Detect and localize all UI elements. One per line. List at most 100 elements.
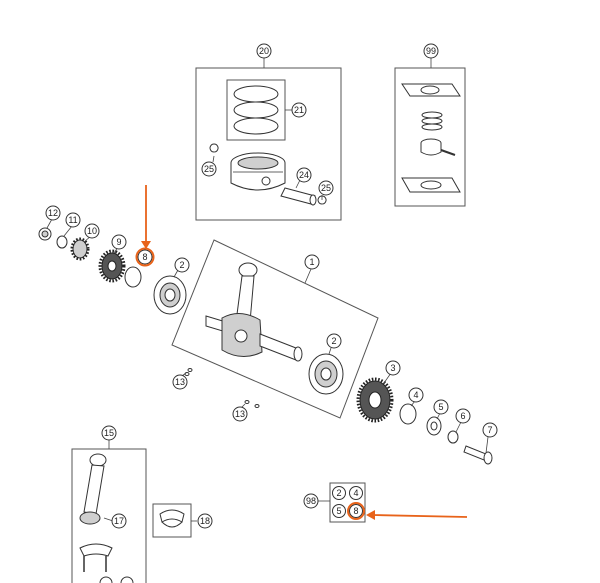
highlight-ring-8 xyxy=(135,247,155,267)
callout-20: 20 xyxy=(256,43,272,59)
callout-10: 10 xyxy=(84,223,100,239)
kit-ring-3 xyxy=(421,123,443,131)
svg-text:25: 25 xyxy=(321,183,331,193)
kit-ring-1 xyxy=(421,111,443,119)
svg-text:2: 2 xyxy=(179,260,184,270)
piston-pin-icon xyxy=(280,187,317,206)
svg-text:13: 13 xyxy=(175,377,185,387)
highlight-ring-kit-8 xyxy=(347,502,365,520)
callout-13-right: 13 xyxy=(232,406,248,422)
callout-1: 1 xyxy=(304,254,320,270)
crankshaft-group: 1 2 xyxy=(171,239,379,419)
conrod-cap-icon xyxy=(79,543,113,572)
callout-4: 4 xyxy=(408,387,424,403)
left-shaft-parts: 12 11 10 9 8 2 xyxy=(38,205,190,315)
piston-ring-middle xyxy=(233,101,279,119)
callout-12: 12 xyxy=(45,205,61,221)
svg-text:10: 10 xyxy=(87,226,97,236)
washer-6-icon xyxy=(447,430,459,444)
callout-2-right: 2 xyxy=(326,333,342,349)
callout-98: 98 xyxy=(303,493,319,509)
bearing-shell-icon xyxy=(159,509,185,523)
kit-98-group: 98 2 4 5 8 xyxy=(303,482,366,523)
svg-text:2: 2 xyxy=(336,488,341,498)
callout-17: 17 xyxy=(111,513,127,529)
pin-icon xyxy=(254,404,260,408)
piston-ring-top xyxy=(233,85,279,103)
nut-icon xyxy=(38,227,52,241)
gear-9-icon xyxy=(98,249,126,283)
pin-icon xyxy=(187,368,193,372)
washer-4-icon xyxy=(399,403,417,425)
svg-text:8: 8 xyxy=(142,252,147,262)
svg-text:7: 7 xyxy=(487,425,492,435)
piston-assembly-group: 20 21 25 24 25 xyxy=(195,43,342,221)
svg-text:13: 13 xyxy=(235,409,245,419)
piston-frame xyxy=(195,67,342,221)
gear-3-icon xyxy=(356,377,394,423)
piston-icon xyxy=(230,152,286,191)
bearing-shell-group: 18 xyxy=(152,503,213,538)
callout-9: 9 xyxy=(111,234,127,250)
base-gasket-icon xyxy=(401,177,461,193)
svg-text:18: 18 xyxy=(200,516,210,526)
svg-text:17: 17 xyxy=(114,516,124,526)
svg-text:4: 4 xyxy=(413,390,418,400)
kit-98-item-8-highlighted: 8 xyxy=(347,502,365,520)
svg-text:5: 5 xyxy=(438,402,443,412)
svg-text:5: 5 xyxy=(336,506,341,516)
callout-18: 18 xyxy=(197,513,213,529)
kit-98-item-5: 5 xyxy=(332,504,346,518)
pins-13-group: 13 13 xyxy=(172,368,260,422)
kit-98-frame xyxy=(329,482,366,523)
bearing-2-right-icon xyxy=(308,353,344,395)
callout-2-left: 2 xyxy=(174,257,190,273)
svg-text:3: 3 xyxy=(390,363,395,373)
callout-13-left: 13 xyxy=(172,374,188,390)
connecting-rod-icon xyxy=(235,262,258,323)
circlip-left-icon xyxy=(209,143,219,153)
cylinder-kit-group: 99 xyxy=(394,43,466,207)
partial-callout-circle xyxy=(120,576,134,583)
callout-24: 24 xyxy=(296,167,312,183)
callout-99: 99 xyxy=(423,43,439,59)
head-gasket-icon xyxy=(401,83,461,97)
pin-icon xyxy=(244,400,250,404)
svg-text:21: 21 xyxy=(294,105,304,115)
callout-3: 3 xyxy=(385,360,401,376)
piston-ring-bottom xyxy=(233,117,279,135)
svg-text:99: 99 xyxy=(426,46,436,56)
svg-text:25: 25 xyxy=(204,164,214,174)
callout-6: 6 xyxy=(455,408,471,424)
callout-15: 15 xyxy=(101,425,117,441)
bearing-shell-frame xyxy=(152,503,192,538)
callout-11: 11 xyxy=(65,212,81,228)
svg-text:6: 6 xyxy=(460,411,465,421)
kit-98-item-4: 4 xyxy=(349,486,363,500)
svg-text:24: 24 xyxy=(299,170,309,180)
callout-7: 7 xyxy=(482,422,498,438)
highlight-arrow-bottom xyxy=(366,510,468,520)
svg-text:20: 20 xyxy=(259,46,269,56)
conrod-icon xyxy=(79,453,107,525)
kit-98-item-2: 2 xyxy=(332,486,346,500)
cylinder-kit-frame xyxy=(394,67,466,207)
svg-text:4: 4 xyxy=(353,488,358,498)
svg-text:1: 1 xyxy=(309,257,314,267)
crankshaft-icon xyxy=(205,313,303,362)
right-shaft-parts: 3 4 5 6 7 xyxy=(356,360,498,465)
svg-text:98: 98 xyxy=(306,496,316,506)
bearing-2-left-icon xyxy=(153,275,187,315)
partial-callout-circle xyxy=(99,576,113,583)
svg-text:11: 11 xyxy=(68,215,77,225)
washer-8-icon xyxy=(124,266,142,288)
kit-piston-icon xyxy=(420,138,456,156)
crankshaft-frame xyxy=(171,239,379,419)
washer-5-icon xyxy=(426,416,442,436)
svg-text:2: 2 xyxy=(331,336,336,346)
callout-8-highlighted: 8 xyxy=(135,247,155,267)
bolt-7-icon xyxy=(463,445,493,465)
svg-text:9: 9 xyxy=(116,237,121,247)
callout-25-right: 25 xyxy=(318,180,334,196)
